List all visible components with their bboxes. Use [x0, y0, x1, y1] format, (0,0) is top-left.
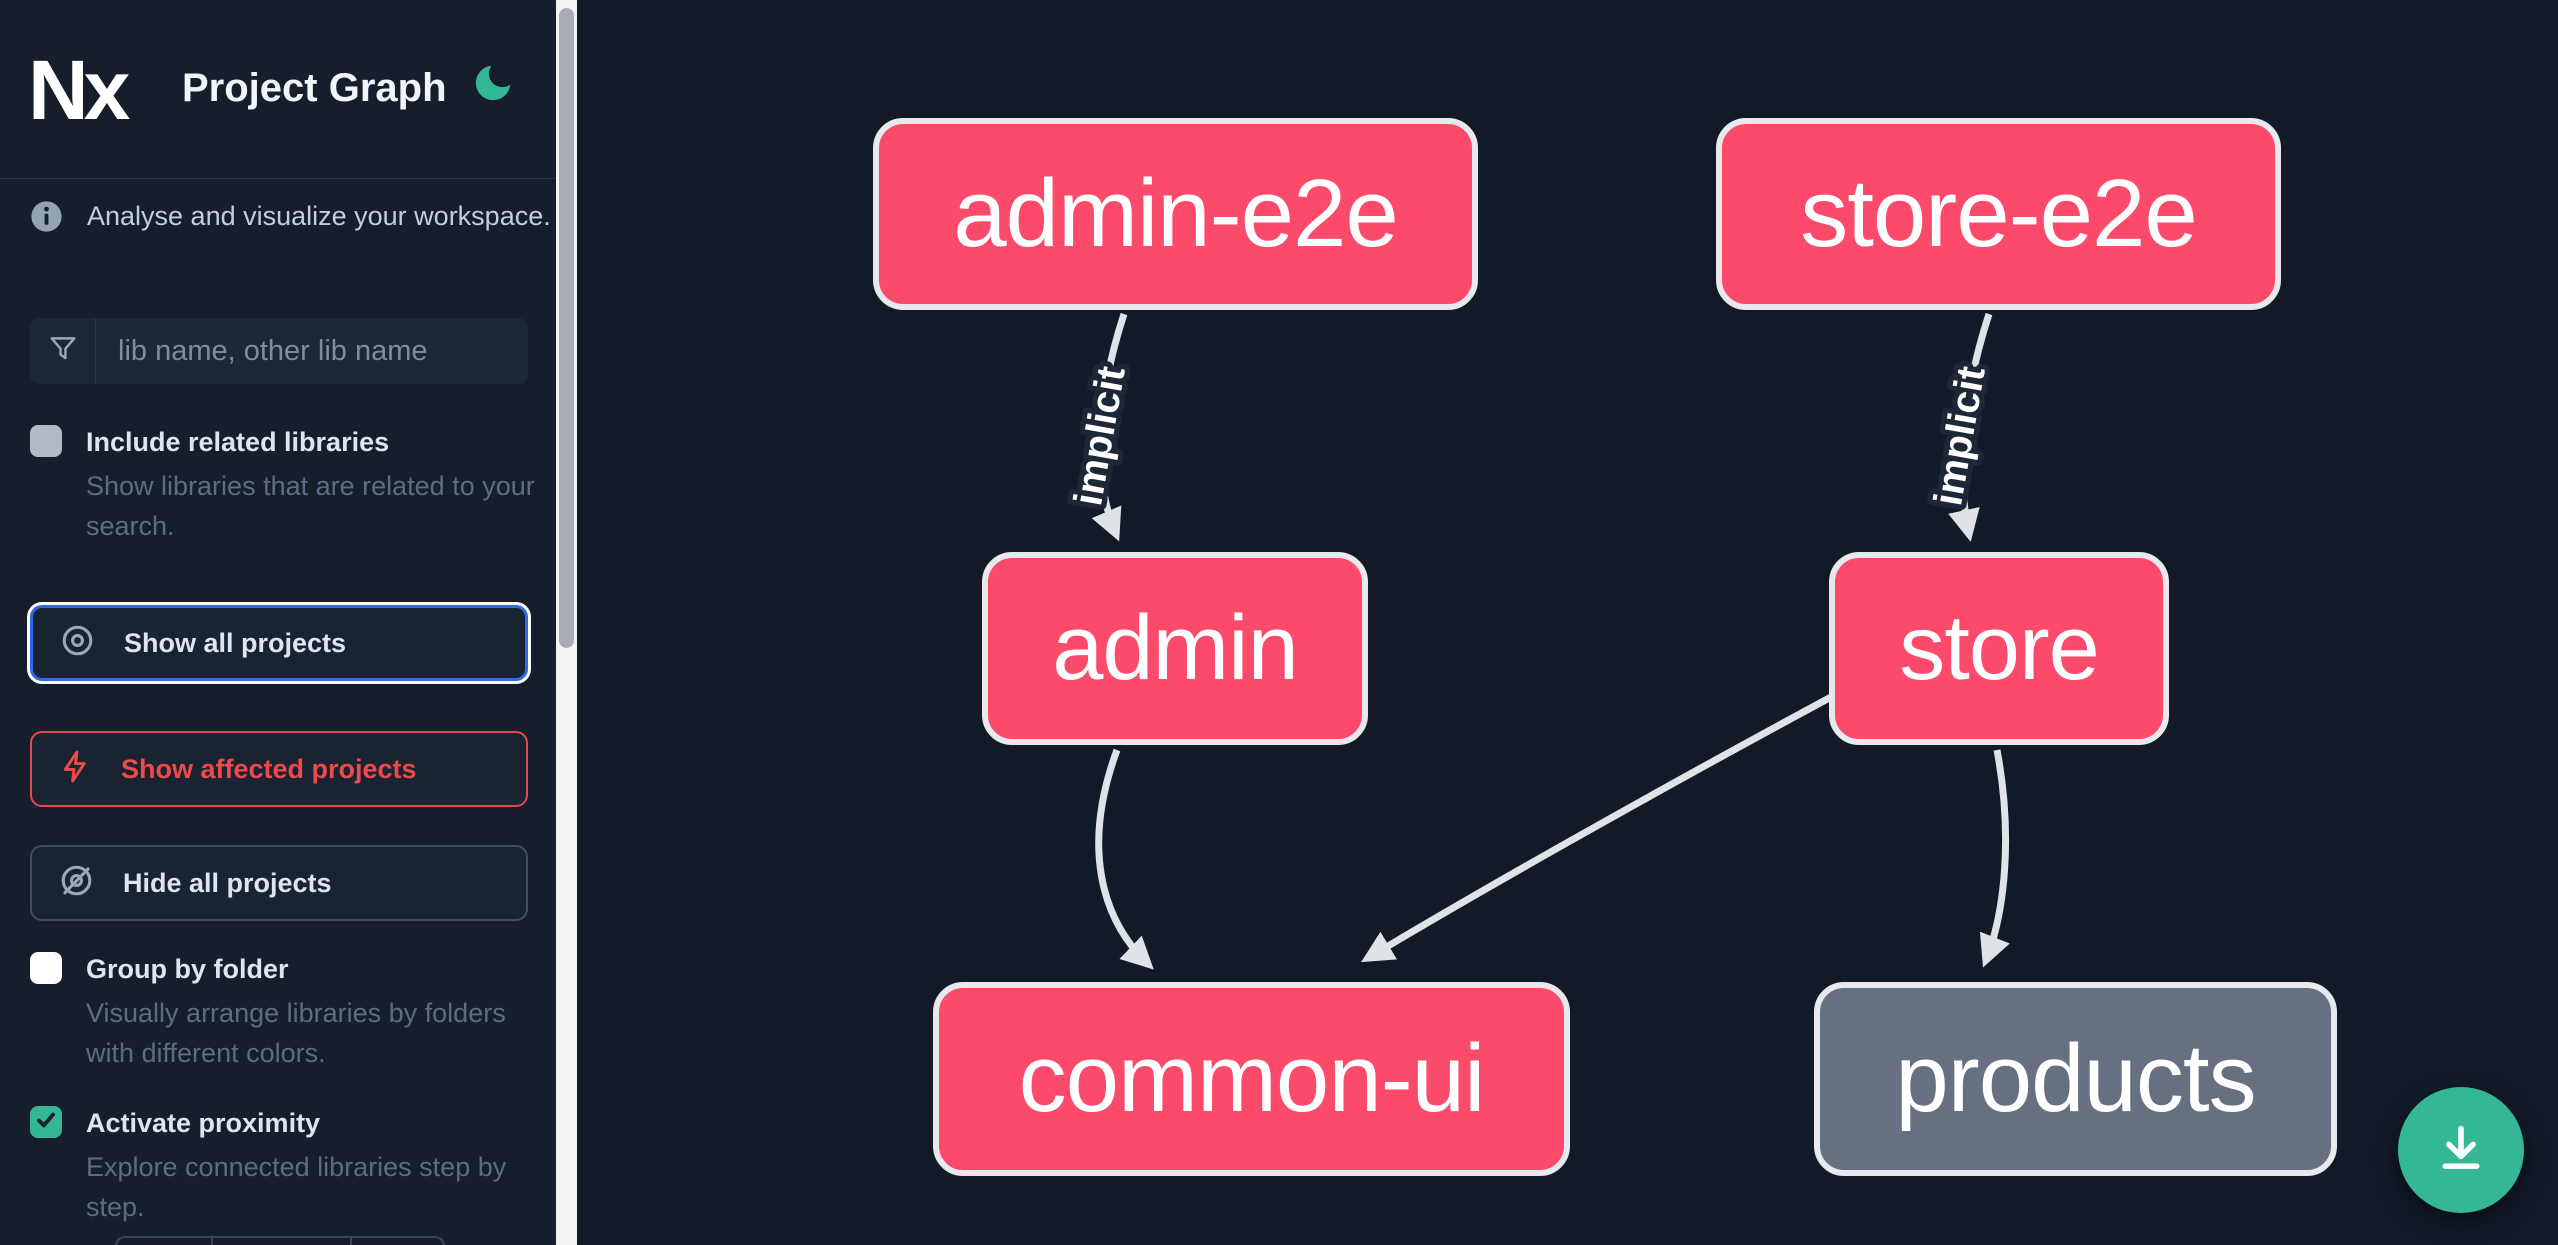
- node-label: common-ui: [1018, 1025, 1486, 1132]
- button-label: Show affected projects: [121, 753, 417, 784]
- nx-logo: Nx: [28, 43, 130, 137]
- project-node-products[interactable]: products: [1814, 982, 2337, 1176]
- checkbox-include-related-libraries[interactable]: [30, 425, 62, 457]
- eye-off-icon: [58, 862, 95, 904]
- option-label: Activate proximity: [86, 1108, 321, 1138]
- sidebar: Nx Project Graph Analyse and visualize y…: [0, 0, 557, 1245]
- option-description: Visually arrange libraries by folders wi…: [86, 998, 506, 1068]
- search-input[interactable]: [96, 318, 528, 384]
- sidebar-scrollbar-track[interactable]: [556, 0, 577, 1245]
- proximity-depth-segmented-control[interactable]: [115, 1236, 445, 1245]
- download-icon: [2432, 1119, 2490, 1182]
- show-affected-projects-button[interactable]: Show affected projects: [30, 731, 528, 807]
- workspace-info-text: Analyse and visualize your workspace.: [87, 201, 551, 231]
- option-label: Include related libraries: [86, 427, 390, 457]
- page-title: Project Graph: [182, 66, 447, 110]
- segment-divider: [211, 1238, 213, 1245]
- theme-toggle-button[interactable]: [470, 60, 516, 106]
- eye-icon: [59, 622, 96, 664]
- show-all-projects-button[interactable]: Show all projects: [30, 605, 528, 681]
- project-node-store-e2e[interactable]: store-e2e: [1716, 118, 2281, 310]
- header-divider: [0, 178, 557, 179]
- download-image-button[interactable]: [2398, 1087, 2524, 1213]
- sidebar-scrollbar-thumb[interactable]: [559, 8, 574, 648]
- hide-all-projects-button[interactable]: Hide all projects: [30, 845, 528, 921]
- checkbox-activate-proximity[interactable]: [30, 1106, 62, 1138]
- node-label: admin-e2e: [953, 160, 1399, 267]
- moon-icon: [470, 65, 516, 110]
- project-node-common-ui[interactable]: common-ui: [933, 982, 1570, 1176]
- checkbox-group-by-folder[interactable]: [30, 952, 62, 984]
- check-icon: [33, 1107, 59, 1138]
- search-box: [30, 318, 528, 384]
- button-label: Hide all projects: [123, 867, 332, 898]
- option-description: Show libraries that are related to your …: [86, 471, 535, 541]
- node-label: store: [1899, 597, 2100, 699]
- button-label: Show all projects: [124, 627, 347, 658]
- node-label: admin: [1052, 597, 1299, 699]
- funnel-icon: [46, 332, 80, 371]
- bolt-icon: [58, 749, 93, 789]
- project-node-admin[interactable]: admin: [982, 552, 1368, 745]
- filter-icon-cell: [30, 318, 96, 384]
- project-node-store[interactable]: store: [1829, 552, 2169, 745]
- segment-divider: [350, 1238, 352, 1245]
- project-node-admin-e2e[interactable]: admin-e2e: [873, 118, 1478, 310]
- node-label: products: [1895, 1025, 2256, 1132]
- node-label: store-e2e: [1800, 160, 2198, 267]
- option-label: Group by folder: [86, 954, 289, 984]
- option-description: Explore connected libraries step by step…: [86, 1152, 507, 1222]
- info-icon: [30, 200, 63, 233]
- workspace-info-row: Analyse and visualize your workspace.: [30, 200, 551, 233]
